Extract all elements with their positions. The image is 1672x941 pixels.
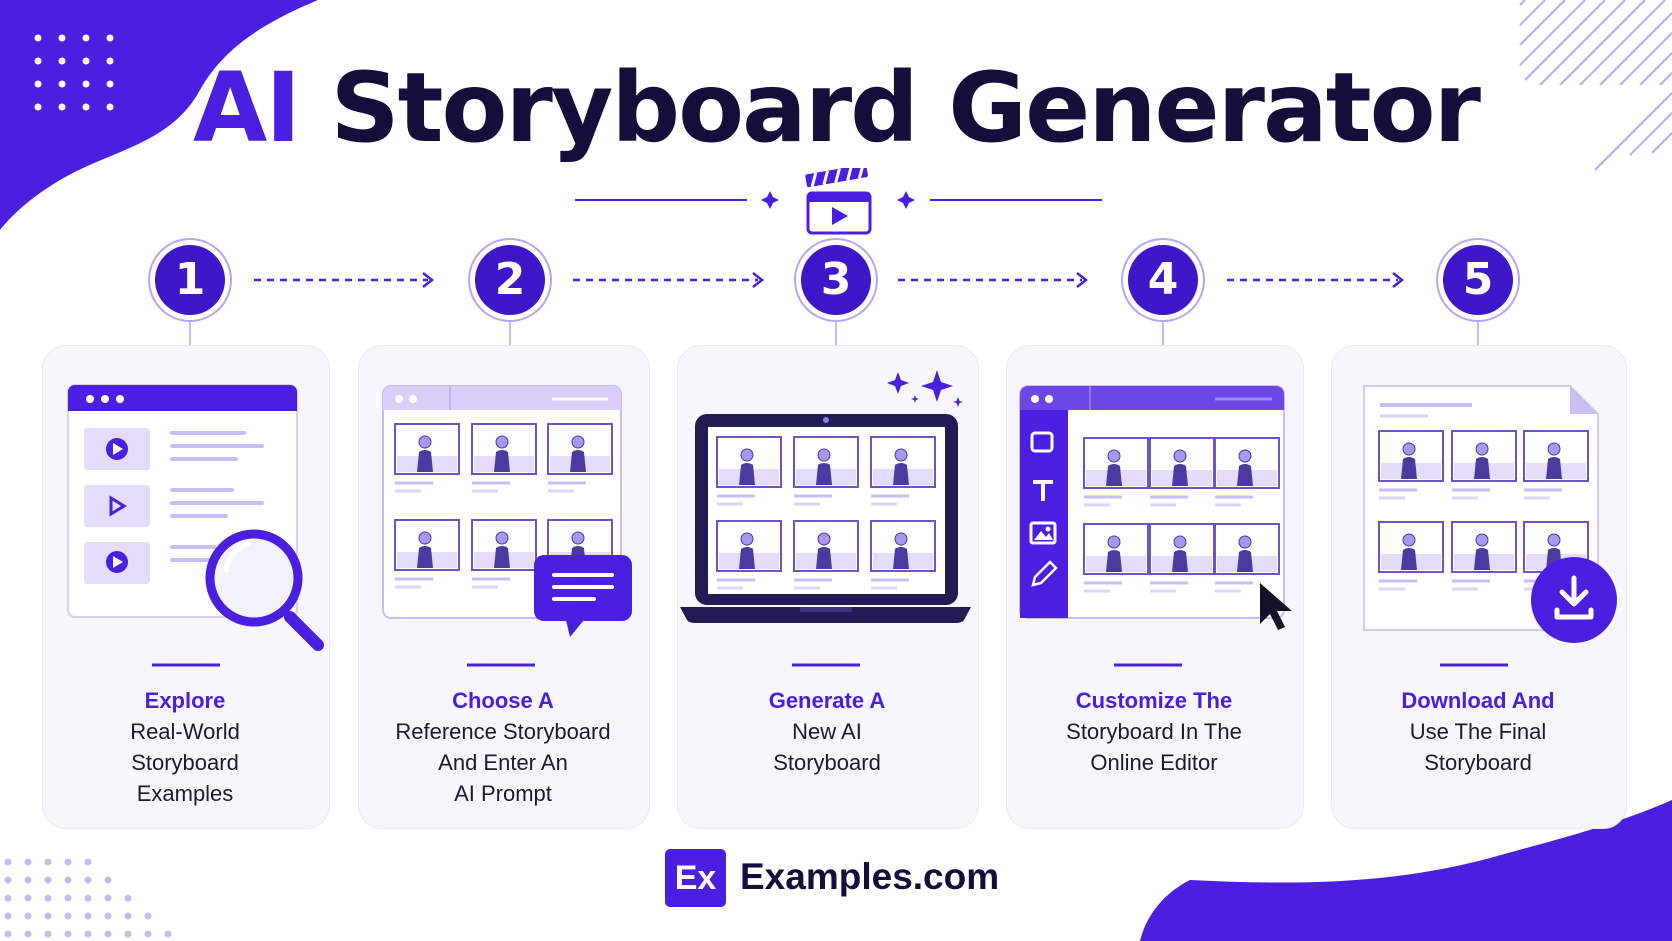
step-3-description: New AI Storyboard <box>773 719 881 775</box>
cursor-icon <box>1260 583 1292 630</box>
magnifier-icon <box>205 529 324 651</box>
play-icon <box>113 443 123 455</box>
play-icon <box>113 556 123 568</box>
top-right-hatch <box>1519 0 1672 171</box>
download-icon <box>1531 557 1617 643</box>
sparkles-icon <box>887 370 963 407</box>
illustration-browser-with-magnifier <box>67 384 324 651</box>
step-4-description: Storyboard In The Online Editor <box>1066 719 1242 775</box>
illustration-editor-with-cursor <box>1019 385 1292 630</box>
top-left-dots <box>34 34 114 111</box>
step-5-description: Use The Final Storyboard <box>1409 719 1547 775</box>
illustration-document-with-download <box>1363 385 1617 643</box>
step-connectors <box>189 272 1479 345</box>
step-2-number: 2 <box>475 245 545 315</box>
title-accent: AI <box>193 52 301 164</box>
step-4-title: Customize The <box>1075 688 1233 713</box>
step-1-description: Real-World Storyboard Examples <box>130 719 240 806</box>
page-title: AI Storyboard Generator <box>0 55 1672 162</box>
step-1-number: 1 <box>155 245 225 315</box>
sparkle-icon <box>761 191 779 209</box>
play-icon <box>109 495 127 517</box>
step-3-number: 3 <box>801 245 871 315</box>
title-rest: Storyboard Generator <box>330 52 1481 164</box>
illustration-laptop-with-sparkles <box>680 370 971 623</box>
illustration-storyboard-with-chat-bubble <box>382 385 632 637</box>
step-5-number: 5 <box>1443 245 1513 315</box>
brand-name: Examples.com <box>740 856 1000 897</box>
step-5-title: Download And <box>1401 688 1555 713</box>
bottom-right-blob <box>1140 800 1672 941</box>
top-left-blob <box>0 0 318 230</box>
step-1-title: Explore <box>144 688 226 713</box>
step-4-number: 4 <box>1128 245 1198 315</box>
step-2-description: Reference Storyboard And Enter An AI Pro… <box>395 719 611 806</box>
dashed-arrow <box>254 272 1405 288</box>
sparkle-icon <box>897 191 915 209</box>
clapperboard-icon <box>805 168 872 235</box>
brand-logo: Ex <box>665 849 726 907</box>
step-3-title: Generate A <box>768 688 886 713</box>
title-divider <box>575 168 1102 235</box>
bottom-left-dots <box>4 858 172 938</box>
step-illustrations <box>67 370 1617 667</box>
chat-bubble-icon <box>534 555 632 637</box>
step-2-title: Choose A <box>452 688 554 713</box>
